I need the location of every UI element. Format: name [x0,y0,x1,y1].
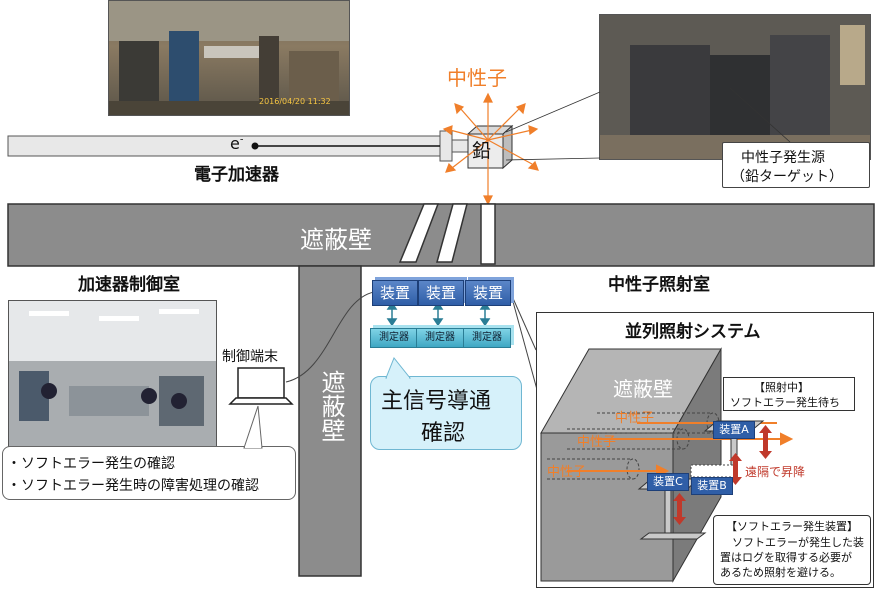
shield-wall-horizontal-label: 遮蔽壁 [300,226,372,254]
shield-wall-vertical [298,265,362,577]
source-leader-line [729,87,791,143]
shield-wall-vertical-label: 遮蔽壁 [312,370,348,442]
lead-label: 鉛 [472,140,492,162]
laptop-icon [228,367,294,405]
neutron-arrows [442,92,539,206]
control-terminal-label: 制御端末 [222,349,278,365]
device-meter-arrows [386,301,491,327]
parallel-system-panel: 並列照射システム [536,312,874,588]
neutron-beam-label-3: 中性子 [547,465,587,480]
lead-block-side [502,124,513,170]
softerror-device-box: 【ソフトエラー発生装置】 ソフトエラーが発生した装 置はログを取得する必要が あ… [713,515,871,585]
bullet-1: ・ソフトエラー発生の確認 [7,456,175,472]
accelerator-photo-image [109,1,349,115]
device-1: 装置 [372,280,418,306]
device-b-box: 装置B [691,477,733,495]
irradiating-line1: 【照射中】 [754,381,809,394]
callout-pointer [243,405,263,449]
main-signal-line1: 主信号導通 [381,389,492,414]
electron-symbol: e [230,134,240,153]
parallel-system-title: 並列照射システム [625,322,761,342]
lift-arrows [673,425,772,525]
photo-leader-line-2 [505,157,601,161]
control-room-bullets: ・ソフトエラー発生の確認 ・ソフトエラー発生時の障害処理の確認 [2,446,296,500]
neutron-beam-label-2: 中性子 [577,435,617,450]
photo-leader-line-1 [505,91,601,133]
neutron-source-line1: 中性子発生源 [741,150,825,166]
device-b-dotted [690,464,738,478]
control-room-photo-image [9,301,216,446]
device-c-box: 装置C [647,473,689,491]
bullet-2: ・ソフトエラー発生時の障害処理の確認 [7,478,259,494]
remote-lift-label: 遠隔で昇降 [745,465,806,479]
neutron-top-label: 中性子 [447,66,507,90]
shield-openings [398,203,496,265]
beam-pipe-end [451,139,471,153]
inner-wall-front [540,432,674,582]
softerror-device-title: 【ソフトエラー発生装置】 [726,520,858,533]
shield-wall-vertical-text: 遮蔽壁 [317,370,345,442]
meter-2: 測定器 [416,328,464,348]
inner-shield-wall-label: 遮蔽壁 [613,377,673,401]
link-line-1 [511,295,537,351]
accelerator-label: 電子加速器 [194,165,279,185]
neutron-beam-label-1: 中性子 [615,411,655,426]
main-signal-pointer [385,357,412,379]
control-room-photo [8,300,217,447]
lead-target-photo [599,14,871,160]
meter-1: 測定器 [370,328,418,348]
main-signal-line2: 確認 [421,421,466,446]
electron-superscript: - [239,134,244,146]
irradiating-line2: ソフトエラー発生待ち [730,396,840,409]
device-2: 装置 [418,280,464,306]
main-signal-callout: 主信号導通 確認 [370,376,522,450]
electron-dot [251,142,259,150]
beam-pipe-flange [439,130,453,162]
photo-timestamp: 2016/04/20 11:32 [259,97,331,106]
irradiating-status-box: 【照射中】 ソフトエラー発生待ち [723,377,855,411]
electron-label: e- [230,134,243,153]
softerror-device-body-3: あるため照射を避ける。 [720,566,841,579]
neutron-source-callout: 中性子発生源 （鉛ターゲット） [722,142,870,188]
softerror-device-body-1: ソフトエラーが発生した装 [732,536,864,549]
device-3: 装置 [465,280,511,306]
softerror-device-body-2: 置はログを取得する必要が [720,551,852,564]
neutron-source-line2: （鉛ターゲット） [731,169,843,185]
control-cable [285,291,375,383]
accelerator-photo: 2016/04/20 11:32 [108,0,350,116]
meter-3: 測定器 [463,328,511,348]
control-room-label: 加速器制御室 [78,275,180,295]
irradiation-room-label: 中性子照射室 [608,275,710,295]
device-a-box: 装置A [713,421,755,439]
parallel-system-graphics [540,347,794,583]
